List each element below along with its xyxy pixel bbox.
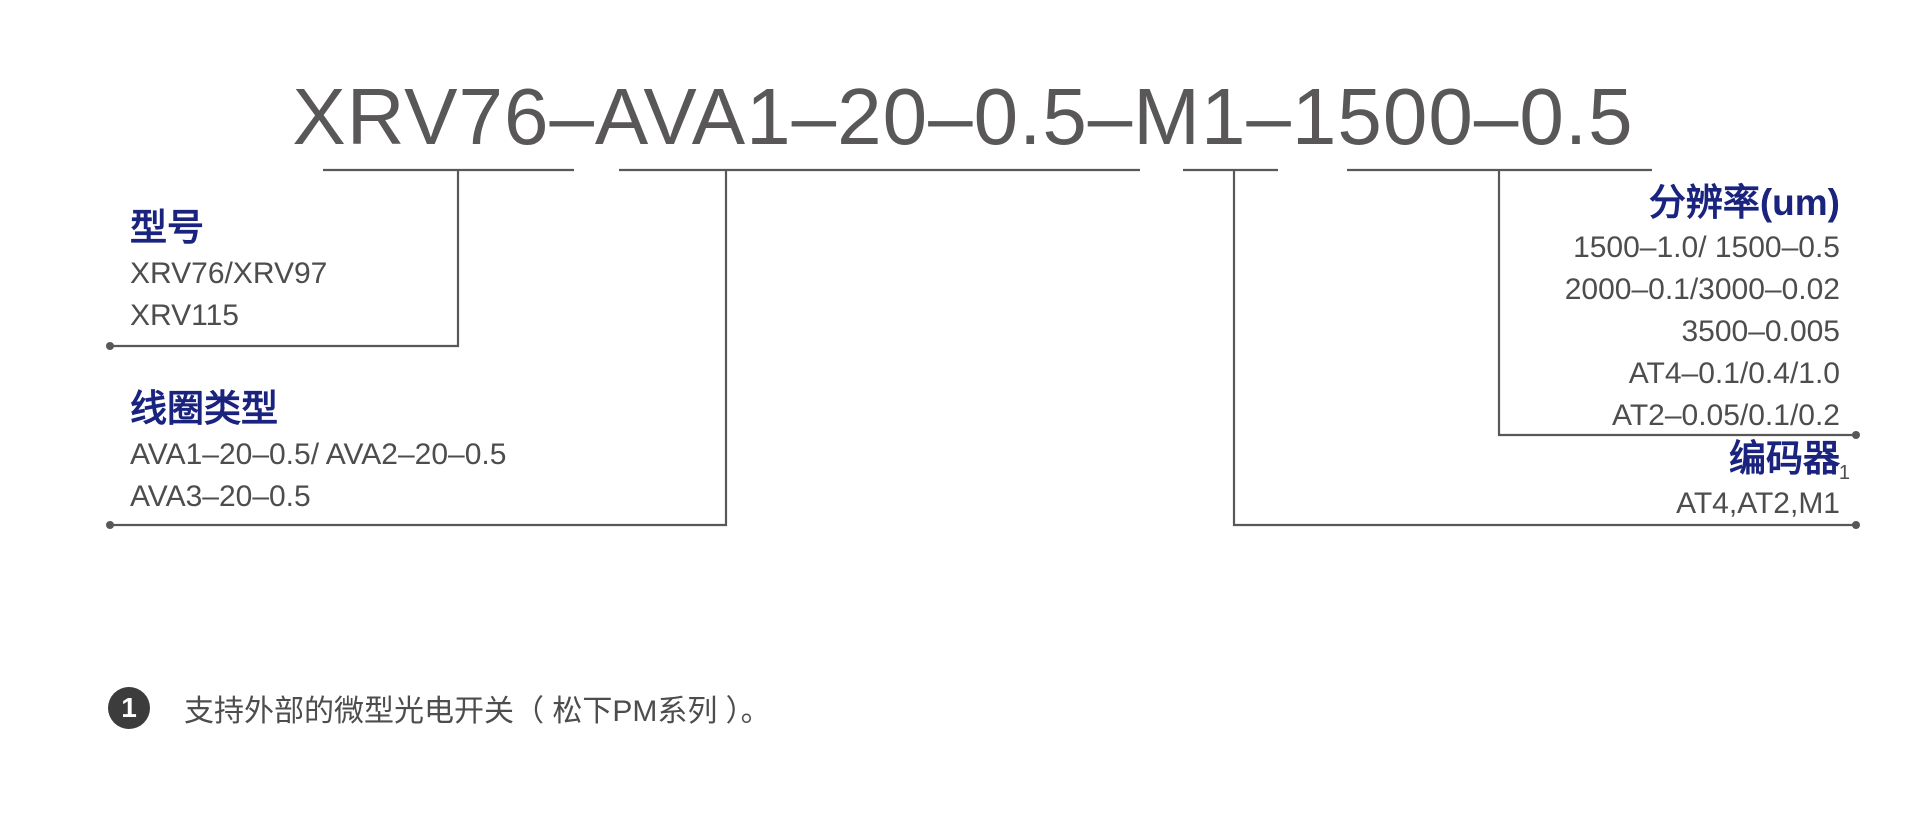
- resolution-value-4: AT4–0.1/0.4/1.0: [1628, 357, 1840, 390]
- dot-resolution: [1852, 431, 1860, 439]
- encoder-value-1: AT4,AT2,M1: [1676, 487, 1840, 520]
- footnote-number-badge: 1: [108, 687, 150, 729]
- coil-value-2: AVA3–20–0.5: [130, 480, 311, 513]
- connector-coil: [110, 170, 728, 527]
- footnote: 1 支持外部的微型光电开关（ 松下PM系列 ）。: [108, 686, 771, 730]
- coil-value-1: AVA1–20–0.5/ AVA2–20–0.5: [130, 438, 507, 471]
- model-value-2: XRV115: [130, 299, 239, 332]
- connector-resolution: [1497, 170, 1856, 437]
- footnote-text: 支持外部的微型光电开关（ 松下PM系列 ）。: [184, 695, 771, 728]
- encoder-footnote-mark: 1: [1838, 462, 1850, 484]
- encoder-heading-text: 编码器: [1729, 438, 1840, 479]
- resolution-value-5: AT2–0.05/0.1/0.2: [1612, 399, 1840, 432]
- model-code: XRV76–AVA1–20–0.5–M1–1500–0.5: [292, 72, 1634, 161]
- connector-encoder: [1232, 170, 1856, 527]
- connector-model: [110, 170, 460, 348]
- coil-heading: 线圈类型: [130, 388, 278, 429]
- model-value-1: XRV76/XRV97: [130, 257, 328, 290]
- resolution-value-1: 1500–1.0/ 1500–0.5: [1573, 231, 1840, 264]
- resolution-value-3: 3500–0.005: [1681, 315, 1841, 348]
- resolution-heading: 分辨率(um): [1648, 182, 1840, 223]
- dot-encoder: [1852, 521, 1860, 529]
- dot-coil: [106, 521, 114, 529]
- resolution-value-2: 2000–0.1/3000–0.02: [1564, 273, 1840, 306]
- dot-model: [106, 342, 114, 350]
- model-heading: 型号: [130, 207, 204, 248]
